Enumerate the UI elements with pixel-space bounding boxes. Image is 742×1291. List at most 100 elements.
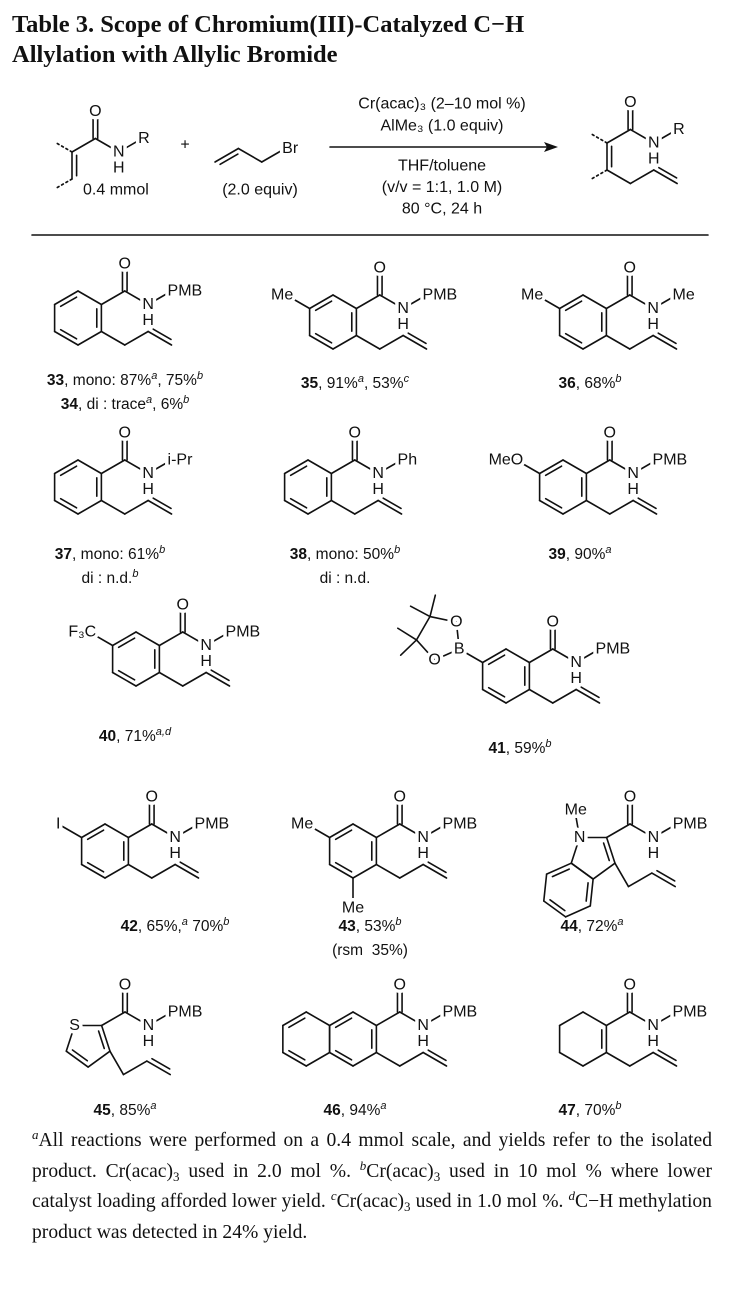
compound-label: (rsm 35%) (332, 942, 408, 960)
hydrogen-label: H (169, 845, 181, 862)
bond (117, 637, 136, 649)
bond (433, 648, 461, 661)
bond (150, 863, 176, 879)
footnote-marker: b (615, 1100, 622, 1112)
oxygen-label: O (450, 614, 462, 631)
oxygen-label: O (349, 425, 361, 442)
bond (628, 1011, 654, 1027)
bond (71, 137, 97, 153)
bond (86, 829, 105, 841)
yield-text: di : n.d. (319, 570, 371, 587)
bond (629, 128, 655, 144)
bond (288, 1049, 306, 1061)
nitrogen-label: N (574, 829, 586, 846)
footnote-marker: a (151, 370, 158, 382)
hydrogen-label: H (142, 481, 154, 498)
compound-label: di : n.d.b (82, 569, 139, 588)
compound-number: 46 (323, 1102, 341, 1119)
substituent-r-label: PMB (423, 287, 458, 304)
bond (117, 669, 136, 681)
bond (628, 334, 654, 350)
bond (528, 688, 554, 704)
nitrogen-label: N (200, 637, 212, 654)
plus-sign: + (180, 137, 189, 154)
n-methyl-label: Me (565, 801, 587, 818)
footnote-marker: a (380, 1100, 387, 1112)
bond (606, 169, 632, 185)
footnote-text: 3 (173, 1168, 180, 1184)
hydrogen-label: H (647, 316, 659, 333)
bond (481, 688, 507, 704)
nitrogen-label: N (142, 465, 154, 482)
atom-label: H (648, 151, 660, 168)
bond (314, 300, 333, 312)
bond (123, 499, 149, 515)
oxygen-label: O (119, 256, 131, 273)
table-title: Table 3. Scope of Chromium(III)-Catalyze… (12, 10, 524, 70)
bond (127, 863, 153, 879)
condition-text: THF/toluene (398, 158, 486, 175)
bond (158, 631, 184, 647)
ring-substituent-label: Me (342, 900, 364, 917)
hydrogen-label: H (397, 316, 409, 333)
ring-substituent-label: F₃C (68, 624, 96, 641)
compound-label: 34, di : tracea, 6%b (60, 394, 190, 414)
bond (402, 334, 428, 350)
bond (152, 328, 172, 341)
bond (123, 330, 149, 346)
reaction-arrow-head (544, 142, 558, 152)
substituent-r-label: PMB (168, 283, 203, 300)
yield-text: , 90% (565, 546, 606, 563)
hydrogen-label: H (372, 481, 384, 498)
bond (602, 842, 611, 862)
bond (307, 459, 333, 475)
oxygen-label: O (394, 977, 406, 994)
footnote-marker: a (146, 394, 153, 406)
bond (330, 459, 356, 475)
bond (538, 459, 564, 475)
bond (147, 1011, 173, 1027)
bond (328, 863, 354, 879)
bond (100, 330, 126, 346)
footnote-marker: b (196, 370, 204, 382)
bond (59, 497, 78, 509)
bond (582, 1011, 608, 1027)
bond (377, 499, 403, 515)
bond (334, 829, 353, 841)
bond (582, 334, 608, 350)
bromine-label: Br (282, 140, 299, 157)
bond (80, 823, 106, 839)
compound-number: 47 (558, 1102, 576, 1119)
ring-substituent-label: Me (291, 816, 313, 833)
bond (147, 290, 173, 306)
title-line-1: Table 3. Scope of Chromium(III)-Catalyze… (12, 11, 525, 38)
yield-text: , 65%, (137, 918, 182, 935)
bond (100, 290, 126, 306)
oxygen-label: O (394, 789, 406, 806)
compound-number: 34 (60, 396, 78, 413)
bond (100, 459, 126, 475)
substituent-r-label: R (673, 121, 685, 138)
bond (109, 1050, 125, 1076)
yield-text: , mono: 50% (307, 546, 395, 563)
bond (289, 497, 308, 509)
bond (605, 836, 616, 864)
bond (260, 147, 286, 163)
bond (558, 334, 584, 350)
bond (94, 137, 120, 153)
compound-label: 37, mono: 61%b (55, 545, 165, 564)
bond (542, 900, 567, 918)
ring-substituent-label: MeO (489, 452, 524, 469)
bond (551, 868, 570, 878)
oxygen-label: O (547, 614, 559, 631)
bond (542, 873, 548, 902)
bond (328, 1051, 354, 1067)
bond (80, 863, 106, 879)
bond (334, 1017, 353, 1029)
bond (283, 499, 309, 515)
bond (53, 178, 73, 190)
bond (352, 863, 378, 879)
